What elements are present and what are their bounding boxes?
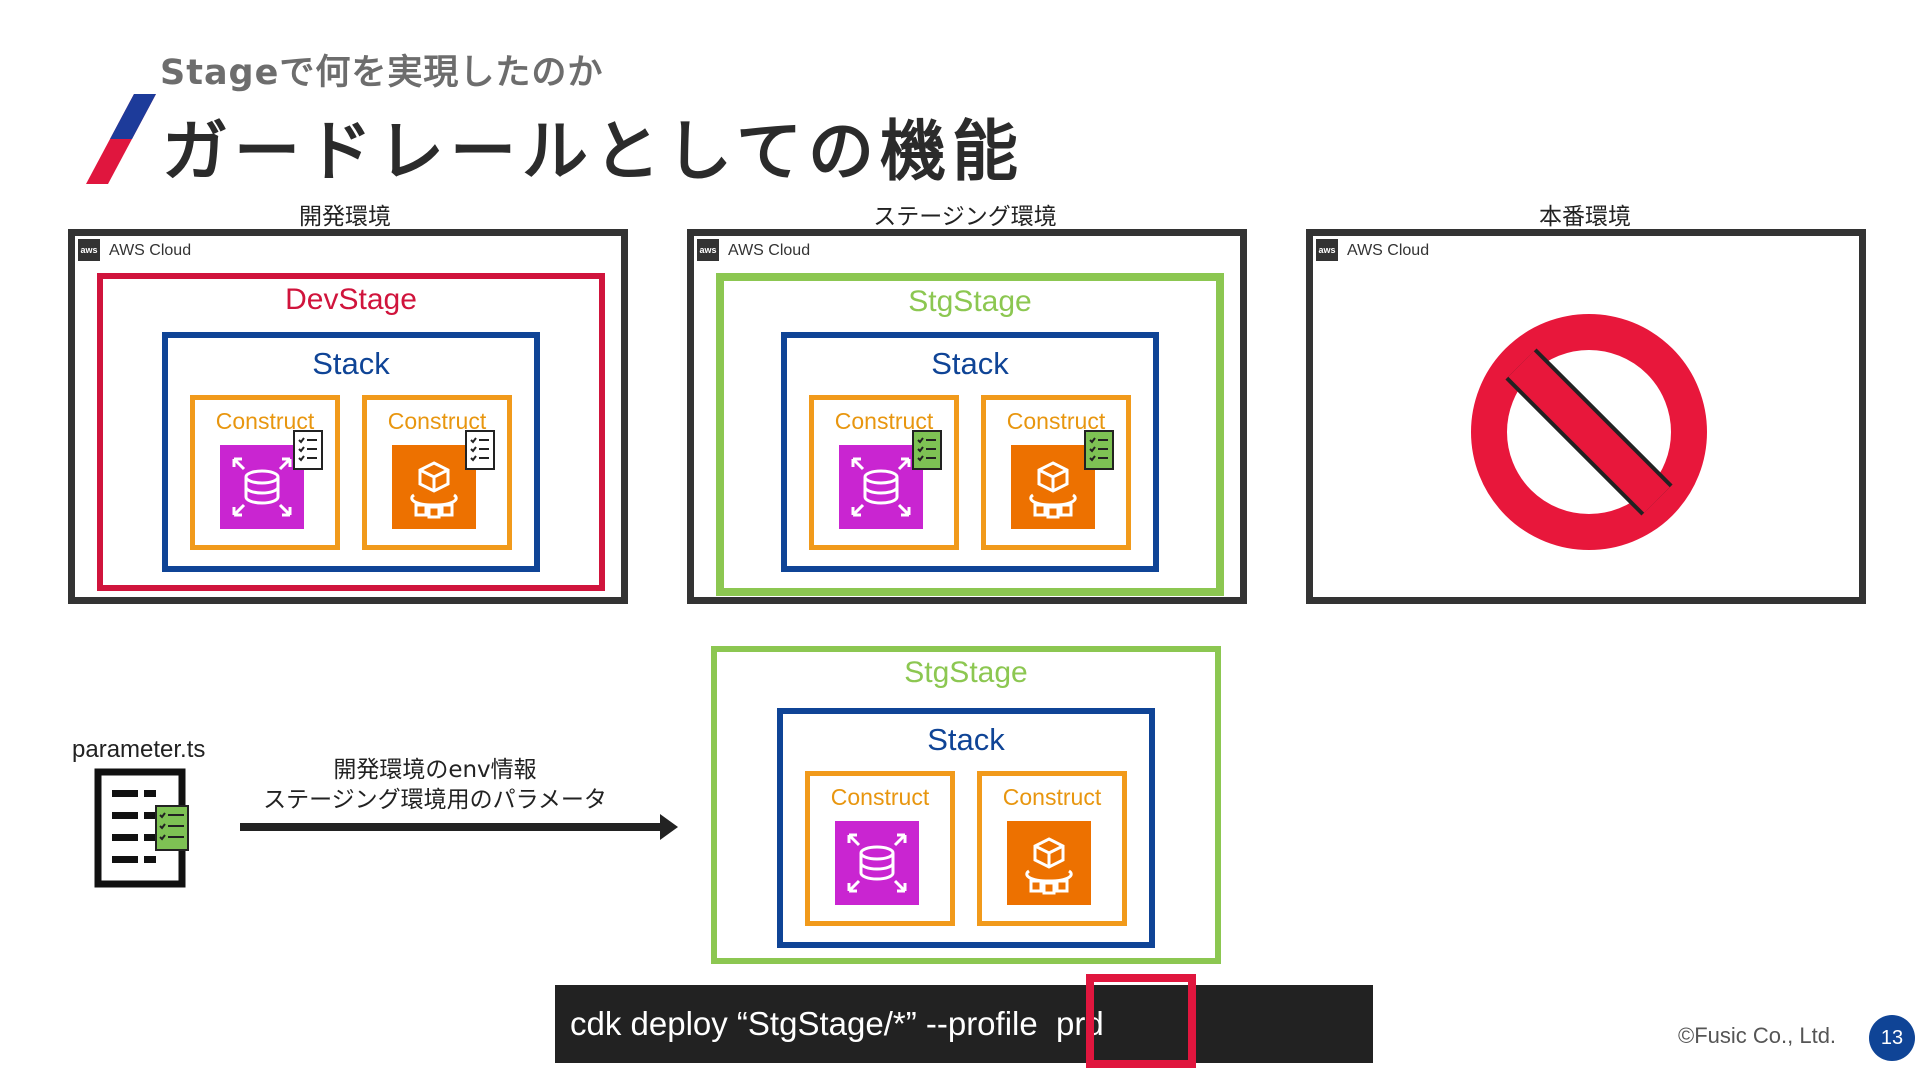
dev-stage-box: DevStage Stack Construct Construct <box>97 273 605 591</box>
compute-icon <box>392 445 476 529</box>
checklist-icon <box>293 430 323 470</box>
construct-label: Construct <box>1002 784 1102 810</box>
page-subtitle: Stageで何を実現したのか <box>160 53 604 93</box>
cloud-label: AWS Cloud <box>109 242 192 259</box>
checklist-icon <box>1084 430 1114 470</box>
env-label-prd: 本番環境 <box>1539 204 1631 230</box>
compute-icon <box>1007 821 1091 905</box>
construct-label: Construct <box>215 408 315 434</box>
construct-label: Construct <box>830 784 930 810</box>
construct-label: Construct <box>834 408 934 434</box>
aws-logo-icon: aws <box>1316 239 1338 261</box>
stg-construct-1: Construct <box>809 395 959 550</box>
stg-construct-2: Construct <box>981 395 1131 550</box>
stg-aws-cloud: aws AWS Cloud StgStage Stack Construct C… <box>687 229 1247 604</box>
bottom-stg-stage-box: StgStage Stack Construct Construct <box>711 646 1221 964</box>
title-accent-icon <box>86 94 156 184</box>
compute-icon <box>1011 445 1095 529</box>
deploy-command: cdk deploy “StgStage/*” --profile prd <box>570 1005 1104 1042</box>
checklist-icon <box>912 430 942 470</box>
cloud-label: AWS Cloud <box>728 242 811 259</box>
arrow-caption-line1: 開発環境のenv情報 <box>333 757 537 783</box>
construct-label: Construct <box>1006 408 1106 434</box>
copyright: ©Fusic Co., Ltd. <box>1678 1023 1837 1048</box>
dev-construct-1: Construct <box>190 395 340 550</box>
env-label-stg: ステージング環境 <box>873 204 1057 230</box>
env-label-dev: 開発環境 <box>299 204 391 230</box>
dev-stack-box: Stack Construct Construct <box>162 332 540 572</box>
bottom-stack-box: Stack Construct Construct <box>777 708 1155 948</box>
bottom-construct-2: Construct <box>977 771 1127 926</box>
profile-highlight-box <box>1086 974 1196 1068</box>
arrow-right-icon <box>240 814 678 840</box>
prd-aws-cloud: aws AWS Cloud <box>1306 229 1866 604</box>
dev-stage-label: DevStage <box>285 283 417 316</box>
construct-label: Construct <box>387 408 487 434</box>
parameter-file-icon <box>94 768 189 888</box>
arrow-caption-line2: ステージング環境用のパラメータ <box>263 787 607 813</box>
dev-construct-2: Construct <box>362 395 512 550</box>
database-icon <box>835 821 919 905</box>
prohibited-icon <box>1471 314 1707 550</box>
stg-stack-box: Stack Construct Construct <box>781 332 1159 572</box>
dev-aws-cloud: aws AWS Cloud DevStage Stack Construct C… <box>68 229 628 604</box>
cloud-label: AWS Cloud <box>1347 242 1430 259</box>
bottom-construct-1: Construct <box>805 771 955 926</box>
parameter-file-label: parameter.ts <box>72 736 206 763</box>
page-number: 13 <box>1869 1015 1915 1061</box>
stg-stage-box: StgStage Stack Construct Construct <box>716 273 1224 596</box>
dev-stack-label: Stack <box>312 346 390 381</box>
aws-logo-icon: aws <box>78 239 100 261</box>
bottom-stack-label: Stack <box>927 722 1005 757</box>
stg-stage-label: StgStage <box>908 285 1032 318</box>
database-icon <box>839 445 923 529</box>
page-title: ガードレールとしての機能 <box>162 113 1025 190</box>
stg-stack-label: Stack <box>931 346 1009 381</box>
bottom-stage-label: StgStage <box>904 656 1028 689</box>
command-bar <box>555 985 1373 1063</box>
checklist-icon <box>465 430 495 470</box>
aws-logo-icon: aws <box>697 239 719 261</box>
database-icon <box>220 445 304 529</box>
